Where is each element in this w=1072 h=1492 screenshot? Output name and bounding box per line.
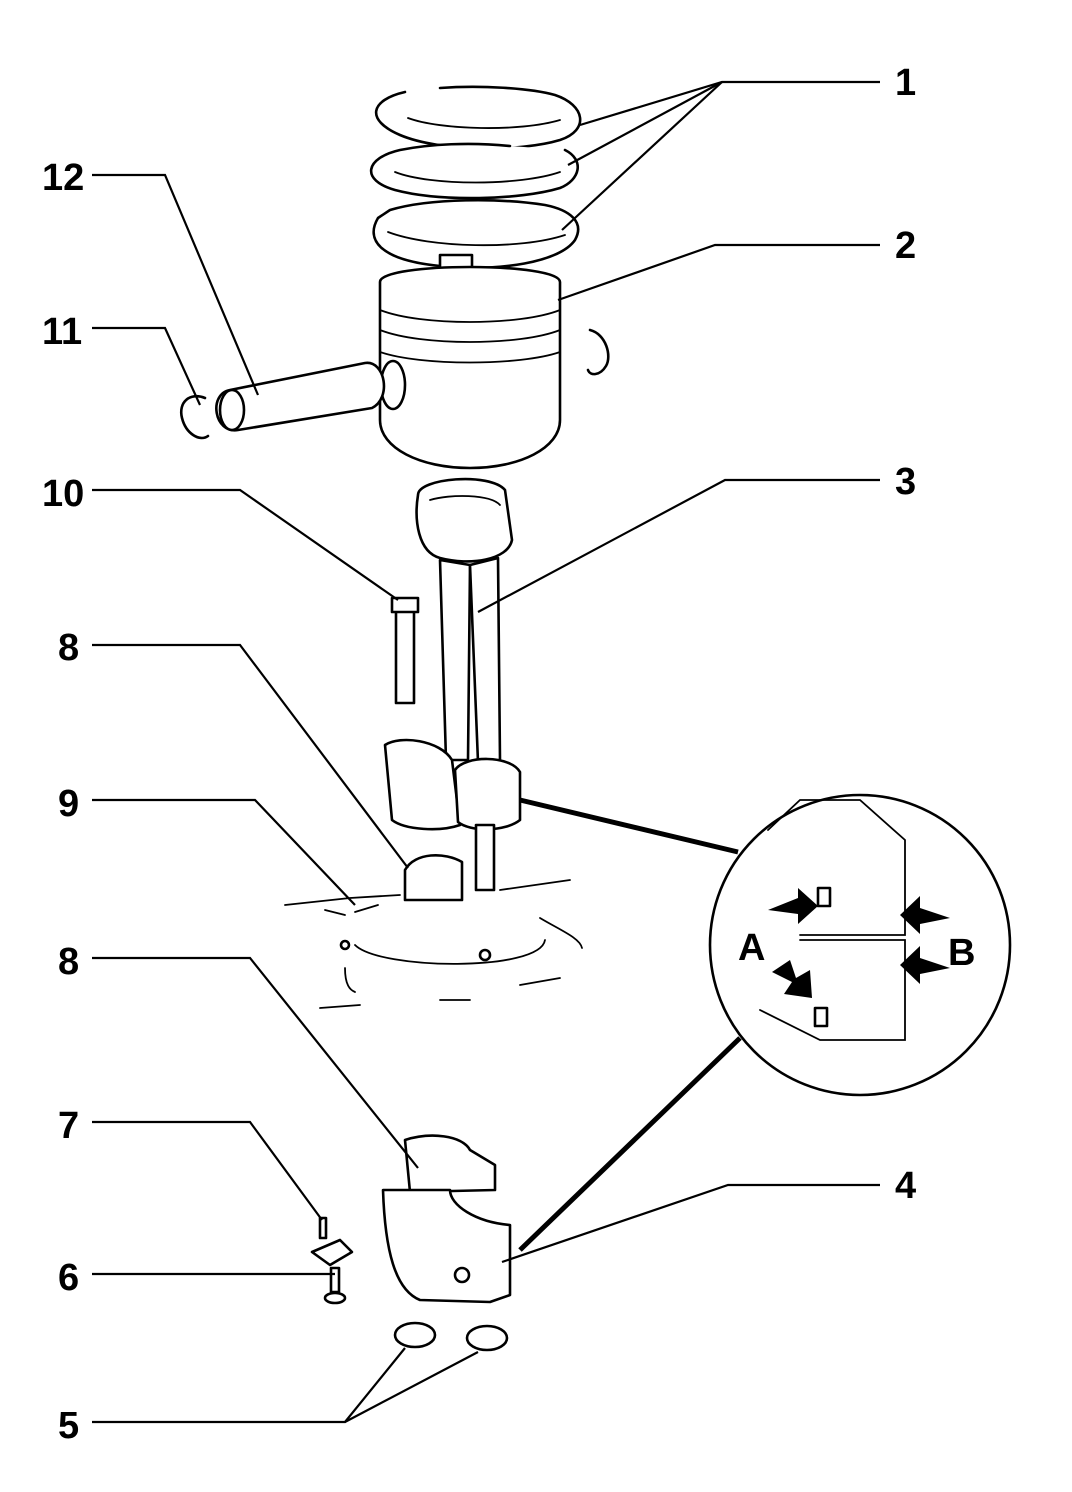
rod-bolt [390,596,420,705]
lower-bearing-shell [403,1134,497,1194]
arrow-b-lower-icon [900,946,950,984]
upper-bearing-shell [403,853,464,902]
piston-pin [215,361,386,432]
callout-labels: 1 2 3 4 5 6 7 8 8 9 10 11 12 [42,62,916,1447]
crankcase [284,879,583,1009]
leader-lines [92,80,880,1424]
callout-4: 4 [895,1165,916,1207]
connecting-rod [383,477,522,892]
rod-cap [381,1188,512,1304]
detail-label-a: A [738,927,765,969]
detail-label-b: B [948,932,975,974]
callout-11: 11 [42,311,82,353]
detail-inset: A B [518,793,1012,1252]
callout-10: 10 [42,473,84,515]
piston-rings [369,85,582,271]
callout-7: 7 [58,1105,79,1147]
callout-1: 1 [895,62,916,104]
piston [378,265,610,470]
cap-nuts [393,1321,509,1352]
callout-6: 6 [58,1257,79,1299]
callout-5: 5 [58,1405,79,1447]
callout-8-lower: 8 [58,941,79,983]
oil-jet-screw [323,1266,347,1305]
arrow-a-upper-icon [768,888,818,924]
callout-9: 9 [58,783,79,825]
callout-2: 2 [895,225,916,267]
oil-jet [310,1216,354,1267]
callout-3: 3 [895,461,916,503]
circlip [179,395,210,440]
callout-12: 12 [42,157,84,199]
arrow-b-upper-icon [900,896,950,934]
callout-8-upper: 8 [58,627,79,669]
arrow-a-lower-icon [772,960,812,998]
